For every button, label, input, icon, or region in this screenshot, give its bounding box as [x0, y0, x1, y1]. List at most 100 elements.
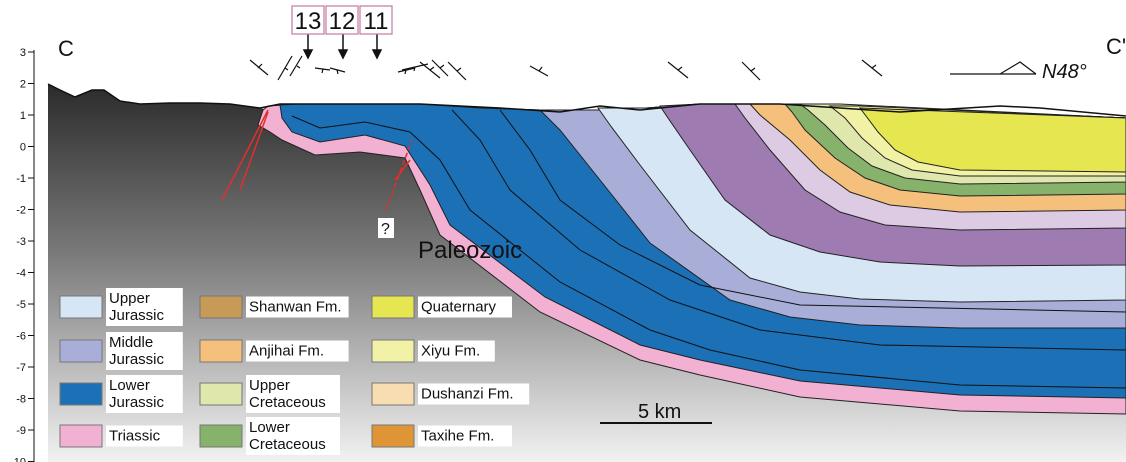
well-13-box	[291, 5, 325, 35]
dip-symbol	[289, 55, 303, 77]
depth-tick-label: -1	[16, 173, 26, 185]
depth-tick-label: -2	[16, 205, 26, 217]
well-markers	[302, 32, 383, 60]
dip-symbol	[529, 65, 549, 77]
legend-swatch	[371, 295, 415, 319]
quaternary-unit	[858, 107, 1126, 173]
paleozoic-label: Paleozoic	[418, 237, 522, 264]
legend-label-bg	[418, 296, 512, 318]
thrust-fault	[239, 111, 269, 191]
legend-label-bg	[418, 383, 530, 405]
orientation-label: N48°	[1042, 61, 1087, 83]
dip-symbol	[667, 61, 689, 79]
depth-axis: 3 2 1 0 -1 -2 -3 -4 -5 -6 -7 -8 -9 -10	[10, 47, 35, 462]
depth-tick-label: -8	[16, 394, 26, 406]
legend-label-bg	[418, 425, 512, 447]
depth-tick-label: 3	[20, 47, 26, 59]
fault-question-label: ?	[381, 221, 390, 238]
section-start-label: C	[58, 36, 74, 61]
layer-line	[499, 109, 1126, 313]
legend-label-bg	[246, 340, 349, 362]
fault-question-box	[378, 218, 394, 238]
legend-label-bg	[246, 296, 349, 318]
legend-item-quaternary: Quaternary	[371, 295, 512, 319]
legend-swatch	[371, 339, 415, 363]
orientation-line	[950, 61, 1037, 75]
legend-label-bg	[106, 332, 183, 370]
depth-tick-label: -6	[16, 331, 26, 343]
legend-label-bg	[418, 340, 495, 362]
well-11-arrowhead	[371, 49, 383, 60]
thrust-fault	[221, 109, 269, 201]
depth-tick-label: -4	[16, 268, 26, 280]
depth-tick-label: 0	[20, 142, 26, 154]
dip-symbol	[314, 67, 331, 74]
legend-label: Taxihe Fm.	[421, 428, 494, 445]
legend-label-bg	[246, 375, 340, 413]
dip-symbol	[861, 59, 883, 77]
well-11-label: 11	[364, 8, 389, 35]
legend-item-taxihe-fm: Taxihe Fm.	[371, 424, 512, 448]
depth-tick-label: -5	[16, 299, 26, 311]
well-12-arrowhead	[337, 49, 349, 60]
legend-label-bg	[106, 425, 183, 447]
depth-tick-label: -9	[16, 425, 26, 437]
legend-item-xiyu-fm: Xiyu Fm.	[371, 339, 495, 363]
dip-symbol	[419, 61, 441, 79]
legend-label-bg	[106, 288, 183, 326]
dip-symbol	[329, 67, 346, 75]
well-12-label: 12	[329, 8, 356, 35]
dip-symbol	[741, 61, 761, 81]
depth-tick-label: -3	[16, 236, 26, 248]
depth-tick-label: 2	[20, 79, 26, 91]
depth-tick-label: 1	[20, 110, 26, 122]
legend-label: Anjihai Fm.	[249, 343, 324, 360]
depth-tick-label: -7	[16, 362, 26, 374]
well-13-label: 13	[295, 8, 322, 35]
legend-label: Dushanzi Fm.	[421, 386, 514, 403]
legend-swatch	[199, 424, 243, 448]
fault-lines	[221, 109, 413, 211]
well-12-box	[325, 5, 359, 35]
legend-swatch	[199, 339, 243, 363]
layer-line	[451, 109, 1126, 351]
depth-tick-label: -10	[10, 457, 26, 462]
legend-item-anjihai-fm: Anjihai Fm.	[199, 339, 349, 363]
legend-label: Triassic	[109, 428, 161, 445]
topographic-surface	[47, 83, 1126, 117]
dip-symbol	[431, 59, 449, 77]
dip-symbol	[447, 61, 467, 81]
well-13-arrowhead	[302, 49, 314, 60]
legend-swatch	[199, 295, 243, 319]
inferred-fault	[385, 139, 413, 211]
legend-swatch	[371, 382, 415, 406]
legend-swatch	[199, 382, 243, 406]
legend-swatch	[59, 339, 103, 363]
legend-swatch	[59, 424, 103, 448]
legend-label: Shanwan Fm.	[249, 299, 342, 316]
dip-symbol	[249, 59, 269, 76]
legend-swatch	[59, 295, 103, 319]
dip-symbol	[277, 55, 293, 81]
well-11-box	[359, 5, 393, 35]
legend-label-bg	[246, 417, 340, 455]
legend-item-shanwan-fm: Shanwan Fm.	[199, 295, 349, 319]
legend-item-dushanzi-fm: Dushanzi Fm.	[371, 382, 530, 406]
layer-line	[291, 115, 1126, 389]
legend-label-bg	[106, 375, 183, 413]
legend-item-triassic: Triassic	[59, 424, 183, 448]
dip-symbol	[397, 67, 416, 75]
dip-symbols	[249, 55, 883, 81]
inferred-fault	[394, 159, 411, 181]
